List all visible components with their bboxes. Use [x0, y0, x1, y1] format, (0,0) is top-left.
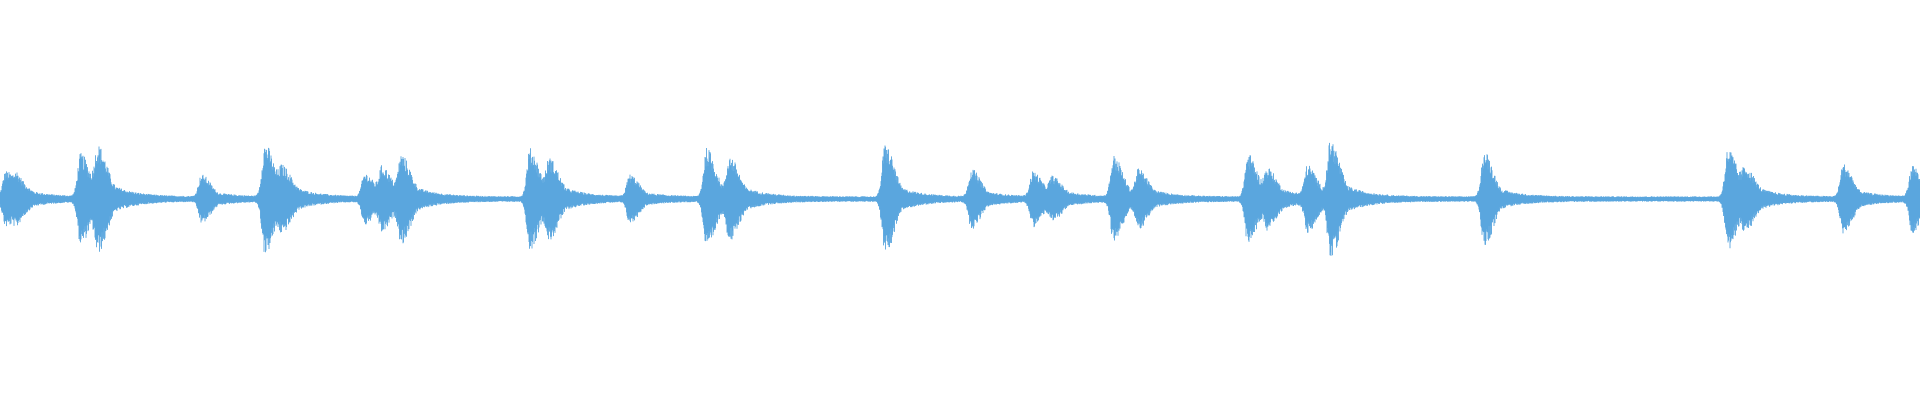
- waveform-svg: [0, 142, 1920, 256]
